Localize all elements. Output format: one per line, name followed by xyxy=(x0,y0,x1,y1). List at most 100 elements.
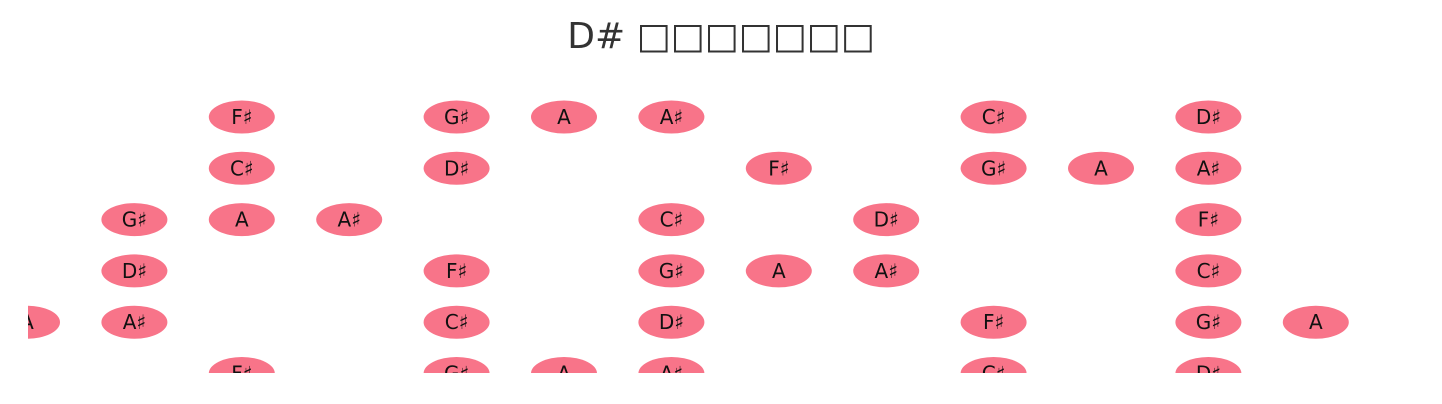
note-label: G♯ xyxy=(444,105,469,129)
note-label: A♯ xyxy=(660,362,683,386)
note-dot xyxy=(638,254,705,288)
note-dot xyxy=(423,151,490,185)
note-marker: F♯ xyxy=(745,151,812,185)
note-dot xyxy=(1175,100,1242,134)
note-dot xyxy=(638,305,705,339)
note-dot xyxy=(101,254,168,288)
note-dot xyxy=(531,100,597,134)
note-marker: A xyxy=(531,100,597,134)
note-marker: A xyxy=(1282,305,1349,339)
note-marker: F♯ xyxy=(208,357,275,386)
note-dot xyxy=(208,357,275,373)
note-marker: F♯ xyxy=(208,100,275,134)
note-label: A♯ xyxy=(1197,156,1220,180)
note-dot xyxy=(531,357,597,373)
note-dot xyxy=(1175,151,1242,185)
note-label: F♯ xyxy=(768,156,789,180)
note-marker: A xyxy=(208,203,275,237)
note-dot xyxy=(853,254,920,288)
note-label: A♯ xyxy=(660,105,683,129)
note-dot xyxy=(853,203,920,237)
note-marker: C♯ xyxy=(1175,254,1242,288)
note-marker: D♯ xyxy=(101,254,168,288)
note-marker: C♯ xyxy=(960,357,1027,386)
note-label: D♯ xyxy=(1196,362,1221,386)
note-marker: A♯ xyxy=(316,203,383,237)
note-marker: D♯ xyxy=(1175,357,1242,386)
note-label: A xyxy=(557,362,571,386)
note-label: A♯ xyxy=(338,208,361,232)
note-label: A♯ xyxy=(123,310,146,334)
note-marker: C♯ xyxy=(208,151,275,185)
note-dot xyxy=(423,254,490,288)
note-dot xyxy=(960,100,1027,134)
note-marker: A xyxy=(20,305,60,339)
note-label: G♯ xyxy=(444,362,469,386)
note-dot xyxy=(1175,305,1242,339)
note-dot xyxy=(745,254,812,288)
note-label: A♯ xyxy=(875,259,898,283)
note-dot xyxy=(1282,305,1349,339)
note-marker: G♯ xyxy=(638,254,705,288)
note-dot xyxy=(745,151,812,185)
note-dot xyxy=(1175,203,1242,237)
note-dot xyxy=(960,305,1027,339)
note-label: D♯ xyxy=(1196,105,1221,129)
note-label: F♯ xyxy=(1198,208,1219,232)
note-label: G♯ xyxy=(122,208,147,232)
note-label: D♯ xyxy=(122,259,147,283)
note-dot xyxy=(638,357,705,373)
note-label: C♯ xyxy=(445,310,469,334)
note-dot xyxy=(638,100,705,134)
note-marker: A♯ xyxy=(638,100,705,134)
note-marker: A xyxy=(745,254,812,288)
note-label: G♯ xyxy=(659,259,684,283)
note-label: G♯ xyxy=(1196,310,1221,334)
note-marker: G♯ xyxy=(1175,305,1242,339)
note-dot xyxy=(208,100,275,134)
note-marker: A xyxy=(1068,151,1134,185)
note-label: A xyxy=(1309,310,1323,334)
note-label: A xyxy=(20,310,34,334)
note-dot xyxy=(1175,357,1242,373)
note-marker: A♯ xyxy=(101,305,168,339)
note-label: D♯ xyxy=(444,156,469,180)
note-marker: D♯ xyxy=(638,305,705,339)
note-marker: F♯ xyxy=(960,305,1027,339)
note-label: C♯ xyxy=(982,362,1006,386)
note-marker: D♯ xyxy=(853,203,920,237)
note-marker: C♯ xyxy=(960,100,1027,134)
note-dot xyxy=(423,100,490,134)
note-marker: F♯ xyxy=(423,254,490,288)
note-label: C♯ xyxy=(230,156,254,180)
note-dot xyxy=(28,305,60,339)
note-label: F♯ xyxy=(231,105,252,129)
note-marker: G♯ xyxy=(423,100,490,134)
note-label: A xyxy=(557,105,571,129)
note-dot xyxy=(208,203,275,237)
note-marker: D♯ xyxy=(423,151,490,185)
note-label: F♯ xyxy=(231,362,252,386)
note-label: F♯ xyxy=(446,259,467,283)
note-label: F♯ xyxy=(983,310,1004,334)
note-label: G♯ xyxy=(981,156,1006,180)
note-label: C♯ xyxy=(1197,259,1221,283)
note-dot xyxy=(1068,151,1134,185)
note-marker: A♯ xyxy=(853,254,920,288)
note-label: D♯ xyxy=(659,310,684,334)
note-dot xyxy=(101,203,168,237)
note-dot xyxy=(960,151,1027,185)
note-marker: D♯ xyxy=(1175,100,1242,134)
note-dot xyxy=(960,357,1027,373)
note-dot xyxy=(101,305,168,339)
note-dot xyxy=(208,151,275,185)
note-marker: A xyxy=(531,357,597,386)
note-dot xyxy=(423,357,490,373)
note-marker: C♯ xyxy=(638,203,705,237)
note-dot xyxy=(638,203,705,237)
note-label: D♯ xyxy=(874,208,899,232)
note-marker: A♯ xyxy=(638,357,705,386)
note-marker: C♯ xyxy=(423,305,490,339)
note-label: C♯ xyxy=(982,105,1006,129)
